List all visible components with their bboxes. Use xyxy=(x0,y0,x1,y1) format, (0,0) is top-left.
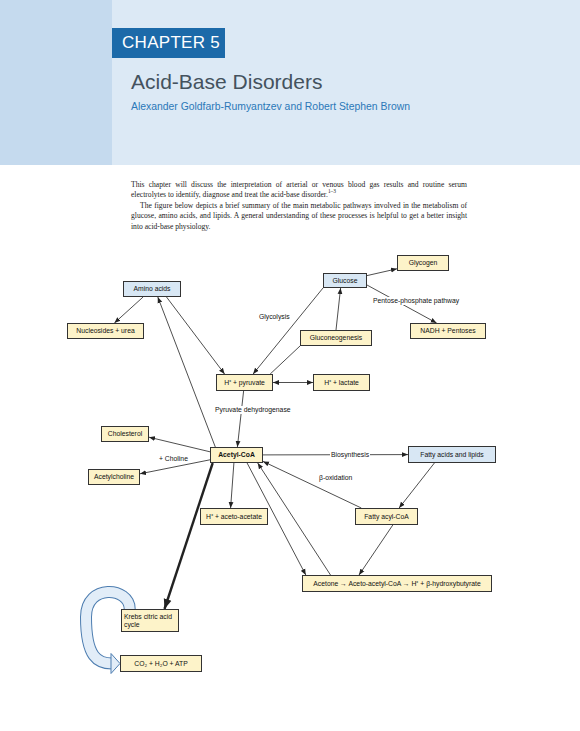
pathway-label: Biosynthesis xyxy=(330,451,370,459)
pathway-box: H⁺ + lactate xyxy=(313,374,370,391)
body-paragraph: The figure below depicts a brief summary… xyxy=(131,201,467,231)
connector-line xyxy=(149,437,210,452)
chapter-number: CHAPTER 5 xyxy=(112,28,225,58)
box-text: Amino acids xyxy=(133,285,170,293)
pathway-box: H⁺ + pyruvate xyxy=(216,374,273,391)
connector-line xyxy=(231,463,234,508)
connector-line xyxy=(237,391,243,447)
pathway-box: NADH + Pentoses xyxy=(410,323,486,339)
thick-connector xyxy=(165,463,213,609)
pathway-box: Glucose xyxy=(323,273,367,288)
pathway-box: Fatty acids and lipids xyxy=(408,446,496,463)
pathway-label: Pentose-phosphate pathway xyxy=(372,297,460,305)
body-paragraph-block: The figure below depicts a brief summary… xyxy=(131,201,467,232)
pathway-box: Nucleosides + urea xyxy=(67,323,144,339)
reference-superscript: 1–3 xyxy=(328,189,336,195)
pathway-box: CO₂ + H₂O + ATP xyxy=(120,655,202,672)
box-text: H⁺ + aceto-acetate xyxy=(206,513,262,521)
box-text: NADH + Pentoses xyxy=(420,327,475,335)
pathway-box: Acetone → Aceto-acetyl-CoA → H⁺ + β-hydr… xyxy=(302,575,492,592)
pathway-box: Acetyl-CoA xyxy=(210,447,263,463)
box-text: Glycogen xyxy=(409,259,438,267)
connector-line xyxy=(114,297,143,323)
pathway-box: Cholesterol xyxy=(101,426,149,442)
header-side-column xyxy=(0,0,112,165)
pathway-label: Pyruvate dehydrogenase xyxy=(214,406,292,414)
connector-line xyxy=(270,346,300,374)
box-text: H⁺ + pyruvate xyxy=(224,379,265,387)
pathway-box: Krebs citric acid cycle xyxy=(121,609,179,632)
connector-line xyxy=(336,288,341,330)
connector-line xyxy=(359,525,393,575)
box-text: CO₂ + H₂O + ATP xyxy=(134,660,188,668)
box-text: Gluconeogenesis xyxy=(310,334,363,342)
pathway-label: + Choline xyxy=(158,455,189,463)
body-paragraph-block: This chapter will discuss the interpreta… xyxy=(131,180,467,201)
pathway-box: Amino acids xyxy=(123,281,181,297)
box-text: Acetone → Aceto-acetyl-CoA → H⁺ + β-hydr… xyxy=(313,580,480,588)
chapter-title: Acid-Base Disorders xyxy=(131,70,322,94)
pathway-label: Glycolysis xyxy=(258,313,291,321)
box-text: Acetyl-CoA xyxy=(218,451,255,459)
connector-line xyxy=(367,269,397,276)
pathway-box: Acetylcholine xyxy=(88,469,140,485)
body-paragraph: This chapter will discuss the interpreta… xyxy=(131,180,467,199)
box-text: Fatty acyl-CoA xyxy=(364,513,409,521)
box-text: Glucose xyxy=(333,277,358,285)
connector-line xyxy=(273,382,313,383)
box-text: H⁺ + lactate xyxy=(324,379,359,387)
cycle-arrow-head xyxy=(111,654,120,674)
pathway-box: H⁺ + aceto-acetate xyxy=(200,508,268,525)
pathway-box: Glycogen xyxy=(397,255,449,271)
author-line: Alexander Goldfarb-Rumyantzev and Robert… xyxy=(131,101,410,112)
box-text: Cholesterol xyxy=(108,430,142,438)
connector-line xyxy=(263,461,361,508)
box-text: Nucleosides + urea xyxy=(76,327,134,335)
connector-line xyxy=(167,297,225,374)
box-text: Fatty acids and lipids xyxy=(420,451,483,459)
box-text: Krebs citric acid cycle xyxy=(124,613,176,629)
pathway-box: Fatty acyl-CoA xyxy=(355,508,418,525)
pathway-box: Gluconeogenesis xyxy=(300,330,372,346)
box-text: Acetylcholine xyxy=(94,473,134,481)
connector-line xyxy=(158,297,216,447)
connector-line xyxy=(399,463,434,508)
pathway-label: β-oxidation xyxy=(318,474,353,482)
